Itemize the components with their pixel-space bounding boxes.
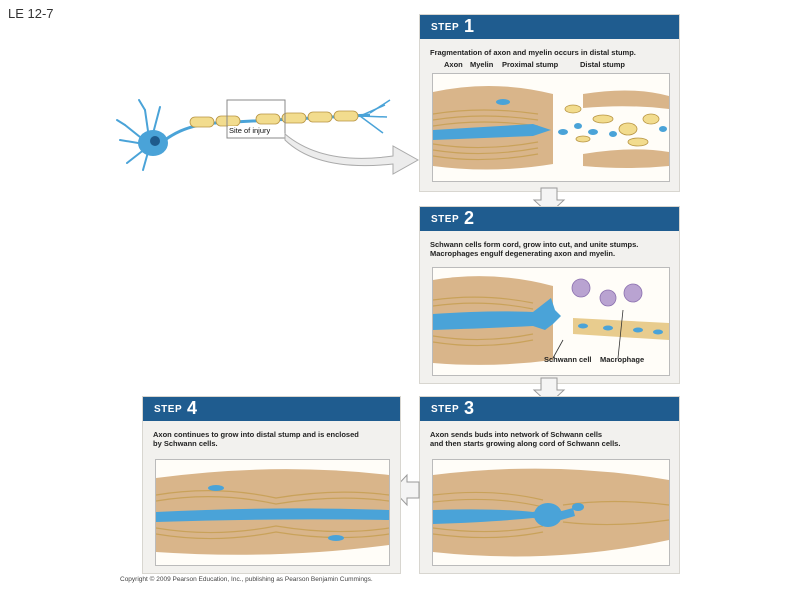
step-1-illustration xyxy=(432,73,670,182)
proximal-stump-callout: Proximal stump xyxy=(502,60,559,69)
caption-line: and then starts growing along cord of Sc… xyxy=(430,439,621,448)
step-1-caption: Fragmentation of axon and myelin occurs … xyxy=(430,48,636,57)
step-4-panel: STEP 4 Axon continues to grow into dista… xyxy=(142,396,401,574)
step-4-header: STEP 4 xyxy=(143,397,400,421)
step-1-panel: STEP 1 Fragmentation of axon and myelin … xyxy=(419,14,680,192)
step-number: 2 xyxy=(464,208,475,228)
step-3-panel: STEP 3 Axon sends buds into network of S… xyxy=(419,396,680,574)
step-number: 1 xyxy=(464,16,475,36)
step-3-caption: Axon sends buds into network of Schwann … xyxy=(430,430,620,448)
step-2-panel: STEP 2 Schwann cells form cord, grow int… xyxy=(419,206,680,384)
site-of-injury-label: Site of injury xyxy=(228,126,272,135)
step-3-illustration xyxy=(432,459,670,566)
axon-callout: Axon xyxy=(444,60,463,69)
step-3-header: STEP 3 xyxy=(420,397,679,421)
step-2-illustration xyxy=(432,267,670,376)
step-word: STEP xyxy=(154,404,183,415)
figure-label: LE 12-7 xyxy=(8,6,54,21)
caption-line: by Schwann cells. xyxy=(153,439,218,448)
neuron-overview-illustration xyxy=(116,99,391,171)
step-4-illustration xyxy=(155,459,390,566)
caption-line: Macrophages engulf degenerating axon and… xyxy=(430,249,616,258)
macrophage-callout: Macrophage xyxy=(600,355,645,364)
curved-arrow-icon xyxy=(284,132,420,175)
step-word: STEP xyxy=(431,404,460,415)
caption-line: Fragmentation of axon and myelin occurs … xyxy=(430,48,636,57)
step-word: STEP xyxy=(431,22,460,33)
step-number: 4 xyxy=(187,398,198,418)
step-2-caption: Schwann cells form cord, grow into cut, … xyxy=(430,240,638,258)
myelin-callout: Myelin xyxy=(470,60,494,69)
step-2-header: STEP 2 xyxy=(420,207,679,231)
distal-stump-callout: Distal stump xyxy=(580,60,626,69)
step-number: 3 xyxy=(464,398,475,418)
caption-line: Axon continues to grow into distal stump… xyxy=(153,430,359,439)
step-word: STEP xyxy=(431,214,460,225)
caption-line: Axon sends buds into network of Schwann … xyxy=(430,430,603,439)
step-4-caption: Axon continues to grow into distal stump… xyxy=(153,430,359,448)
caption-line: Schwann cells form cord, grow into cut, … xyxy=(430,240,639,249)
schwann-cell-callout: Schwann cell xyxy=(544,355,592,364)
copyright-notice: Copyright © 2009 Pearson Education, Inc.… xyxy=(120,576,373,583)
step-1-header: STEP 1 xyxy=(420,15,679,39)
